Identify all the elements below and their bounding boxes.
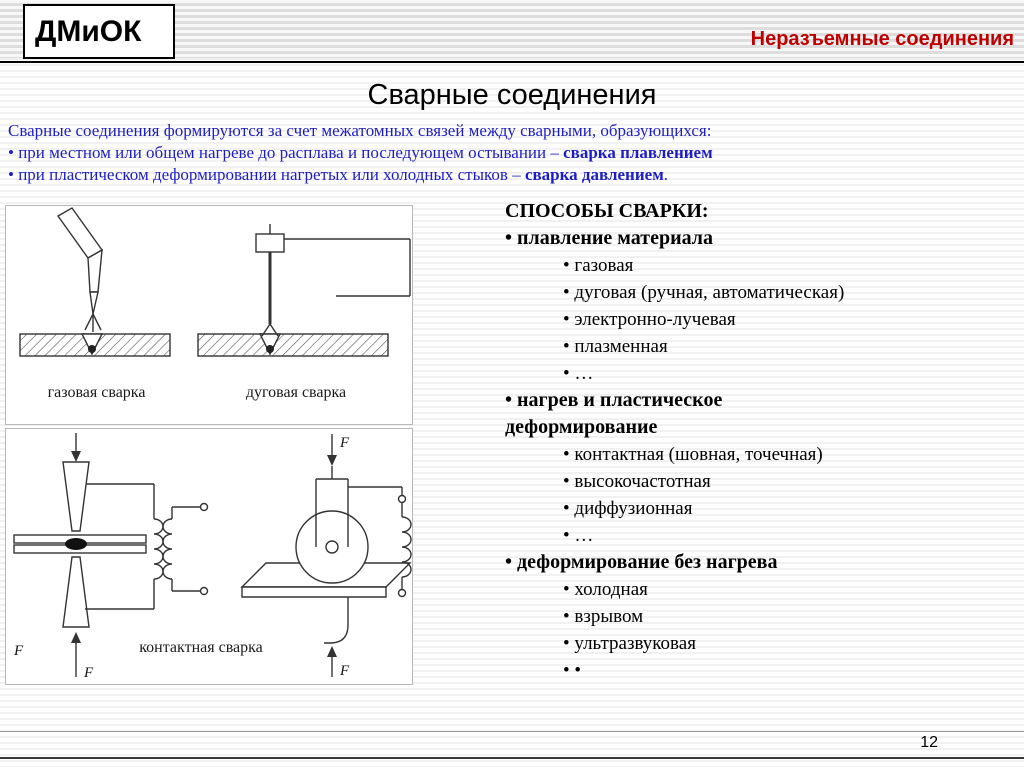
page-number: 12 bbox=[920, 734, 938, 751]
method-group-heat-deform: • нагрев и пластическое деформирование bbox=[505, 389, 723, 438]
method-group-cold-deform: • деформирование без нагрева bbox=[505, 551, 778, 573]
method-item: • высокочастотная bbox=[563, 471, 711, 492]
method-item: • … bbox=[563, 525, 594, 546]
method-item: • взрывом bbox=[563, 606, 644, 627]
course-logo-text: ДМиОК bbox=[35, 14, 142, 48]
intro-bullet-1: • при местном или общем нагреве до распл… bbox=[8, 142, 1020, 164]
arc-welding-drawing bbox=[197, 224, 411, 357]
section-title: Неразъемные соединения bbox=[750, 28, 1014, 50]
course-logo: ДМиОК bbox=[23, 4, 175, 59]
gas-welding-drawing bbox=[19, 207, 171, 357]
gas-welding-label: газовая сварка bbox=[47, 384, 146, 401]
intro-text: Сварные соединения формируются за счет м… bbox=[8, 120, 1020, 186]
contact-welding-diagram: F F bbox=[13, 433, 412, 681]
method-item: • газовая bbox=[563, 255, 634, 276]
method-item: • плазменная bbox=[563, 336, 668, 357]
methods-heading: СПОСОБЫ СВАРКИ: bbox=[505, 200, 709, 222]
force-label-spot-left: F bbox=[13, 643, 24, 659]
arc-welding-label: дуговая сварка bbox=[245, 384, 347, 401]
header-divider bbox=[0, 61, 1024, 63]
intro-bullet-2: • при пластическом деформировании нагрет… bbox=[8, 164, 1020, 186]
bottom-edge-line bbox=[0, 757, 1024, 759]
fusion-welding-diagram bbox=[19, 207, 411, 357]
spot-welding-drawing bbox=[13, 433, 209, 677]
method-item: • электронно-лучевая bbox=[563, 309, 736, 330]
footer-divider bbox=[0, 731, 1024, 732]
method-item: • дуговая (ручная, автоматическая) bbox=[563, 282, 845, 303]
bullet-1-text: • при местном или общем нагреве до распл… bbox=[8, 143, 564, 162]
welding-methods-list: СПОСОБЫ СВАРКИ: • плавление материала • … bbox=[505, 198, 1021, 684]
bullet-2-text: • при пластическом деформировании нагрет… bbox=[8, 165, 525, 184]
force-label-seam-top: F bbox=[339, 435, 350, 451]
method-group-fusion: • плавление материала bbox=[505, 227, 714, 249]
method-item: • ультразвуковая bbox=[563, 633, 696, 654]
bullet-1-term: сварка плавлением bbox=[563, 143, 713, 162]
bullet-2-term: сварка давлением bbox=[524, 165, 664, 184]
bullet-2-tail: . bbox=[663, 165, 669, 184]
method-item: • диффузионная bbox=[563, 498, 693, 519]
contact-welding-label: контактная сварка bbox=[139, 639, 263, 656]
slide-title: Сварные соединения bbox=[367, 79, 657, 111]
method-item: • контактная (шовная, точечная) bbox=[563, 444, 823, 465]
intro-lead: Сварные соединения формируются за счет м… bbox=[8, 121, 712, 140]
method-item: • холодная bbox=[563, 579, 648, 600]
force-label-spot-bottom: F bbox=[83, 665, 94, 681]
contact-welding-figure-panel: F F bbox=[5, 428, 413, 685]
method-item: • … bbox=[563, 363, 594, 384]
force-label-seam-bottom: F bbox=[339, 663, 350, 679]
seam-welding-drawing bbox=[240, 434, 412, 677]
method-item: • • bbox=[563, 660, 582, 681]
fusion-welding-figure-panel: газовая сварка дуговая сварка bbox=[5, 205, 413, 425]
